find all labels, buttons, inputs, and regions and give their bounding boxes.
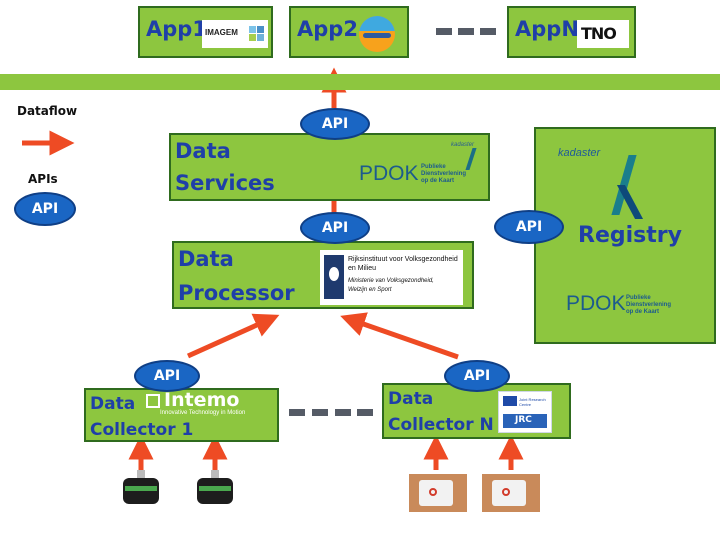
apps-ellipsis-dash-1 [436,28,452,35]
data-services-api: API [300,108,370,140]
data-processor-title-line1: Data [178,247,234,271]
data-services-box: Data Services kadaster PDOK Publieke Die… [169,133,490,201]
sensor-device-1-icon [121,470,161,506]
app1-label: App1 [146,17,207,41]
jrc-logo-text: JRC [515,415,532,425]
sensor-device-3-icon [409,474,467,512]
data-collector-1-api: API [134,360,200,392]
rivm-emblem-icon [324,255,344,299]
data-collector-n-api: API [444,360,510,392]
legend-api-ellipse: API [14,192,76,226]
legend-apis-label: APIs [28,172,58,186]
data-services-title-line1: Data [175,139,231,163]
registry-pdok-sub1: Publieke [626,295,651,301]
data-collector-1-box: Data Collector 1 Intemo Innovative Techn… [84,388,279,442]
tno-logo-text: TNO [581,24,617,43]
app2-logo [359,16,395,52]
data-collector-n-box: Data Collector N Joint Research Centre J… [382,383,571,439]
pdok-logo-main: PDOK [359,162,419,185]
registry-title: Registry [578,223,682,248]
arrow-collector1-to-processor [186,313,280,359]
data-processor-title-line2: Processor [178,281,295,305]
jrc-logo: Joint Research Centre JRC [498,391,552,433]
arrow-collectorN-to-processor [340,312,459,360]
app2-label: App2 [297,17,358,41]
registry-kadaster-label: kadaster [558,147,601,159]
intemo-logo: Intemo Innovative Technology in Motion [144,389,276,418]
apps-ellipsis-dash-2 [458,28,474,35]
pdok-logo-sub3: op de Kaart [421,178,455,184]
sensor-device-4-icon [482,474,540,512]
tno-logo: TNO [577,20,629,48]
intemo-logo-icon [146,394,160,408]
apps-ellipsis-dash-3 [480,28,496,35]
appN-box: AppN TNO [507,6,636,58]
collectors-ellipsis-dash-1 [289,409,305,416]
rivm-logo-line2: en Milieu [348,265,377,272]
intemo-logo-tagline: Innovative Technology in Motion [160,410,246,416]
eu-flag-icon [503,396,517,406]
kadaster-mark-icon [465,148,477,170]
platform-band [0,74,720,90]
collectors-ellipsis-dash-2 [312,409,328,416]
registry-pdok-sub2: Dienstverlening [626,302,672,308]
data-processor-api: API [300,212,370,244]
data-services-title-line2: Services [175,171,275,195]
rivm-logo: Rijksinstituut voor Volksgezondheid en M… [320,250,463,305]
data-collector-1-title-line1: Data [90,394,136,414]
imagem-logo: IMAGEM [202,20,268,48]
jrc-logo-caption: Joint Research Centre [519,397,546,407]
sensor-device-2-icon [195,470,235,506]
app1-box: App1 IMAGEM [138,6,273,58]
registry-pdok-sub3: op de Kaart [626,309,660,315]
legend-dataflow-label: Dataflow [17,104,78,118]
intemo-logo-text: Intemo [164,389,240,411]
data-collector-n-title-line2: Collector N [388,415,494,435]
rivm-logo-line4: Welzijn en Sport [348,287,392,293]
collectors-ellipsis-dash-4 [357,409,373,416]
registry-pdok-main: PDOK [566,292,626,315]
app2-box: App2 [289,6,409,58]
kadaster-logo-icon [608,155,656,219]
data-collector-1-title-line2: Collector 1 [90,420,194,440]
appN-label: AppN [515,17,579,41]
rivm-logo-line1: Rijksinstituut voor Volksgezondheid [348,256,458,263]
registry-api: API [494,210,564,244]
registry-box: kadaster Registry PDOK Publieke Dienstve… [534,127,716,344]
pdok-logo: kadaster PDOK Publieke Dienstverlening o… [359,140,487,195]
pdok-logo-kadaster: kadaster [451,142,475,148]
pdok-logo-sub1: Publieke [421,164,446,170]
data-processor-box: Data Processor Rijksinstituut voor Volks… [172,241,474,309]
imagem-logo-text: IMAGEM [205,28,238,37]
data-collector-n-title-line1: Data [388,389,434,409]
rivm-logo-line3: Ministerie van Volksgezondheid, [348,278,434,284]
pdok-logo-sub2: Dienstverlening [421,171,467,177]
imagem-logo-icon [249,26,265,42]
collectors-ellipsis-dash-3 [335,409,351,416]
